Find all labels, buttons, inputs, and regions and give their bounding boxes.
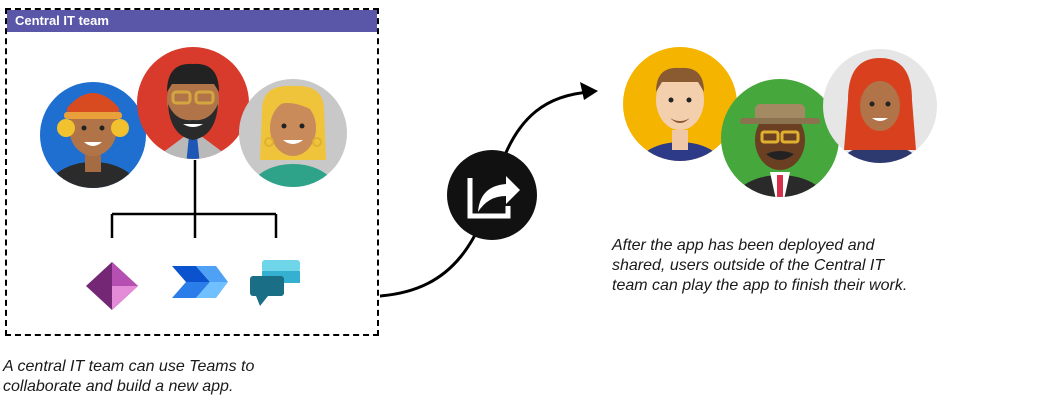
right-caption: After the app has been deployed and shar… [612, 236, 907, 296]
team-box-title: Central IT team [7, 10, 377, 32]
left-caption: A central IT team can use Teams to colla… [3, 357, 254, 397]
right-caption-line-3: team can play the app to finish their wo… [612, 277, 908, 294]
right-caption-line-1: After the app has been deployed and [612, 237, 875, 254]
org-tree-connector [110, 160, 278, 238]
avatar-man-hat [721, 79, 839, 197]
power-apps-icon [86, 262, 138, 310]
right-caption-line-2: shared, users outside of the Central IT [612, 257, 885, 274]
avatar-woman-hijab [823, 49, 937, 163]
left-caption-line-1: A central IT team can use Teams to [3, 358, 255, 375]
avatar-headphones-woman [40, 82, 146, 188]
avatar-man-casual [623, 47, 737, 161]
central-it-team-box: Central IT team [5, 8, 379, 336]
share-icon [447, 150, 537, 240]
avatar-bearded-man [137, 47, 249, 159]
flow-arrow-head [580, 82, 598, 100]
power-virtual-agents-icon [250, 260, 300, 306]
avatar-blonde-woman [239, 79, 347, 187]
left-caption-line-2: collaborate and build a new app. [3, 378, 234, 395]
power-automate-icon [172, 266, 228, 298]
